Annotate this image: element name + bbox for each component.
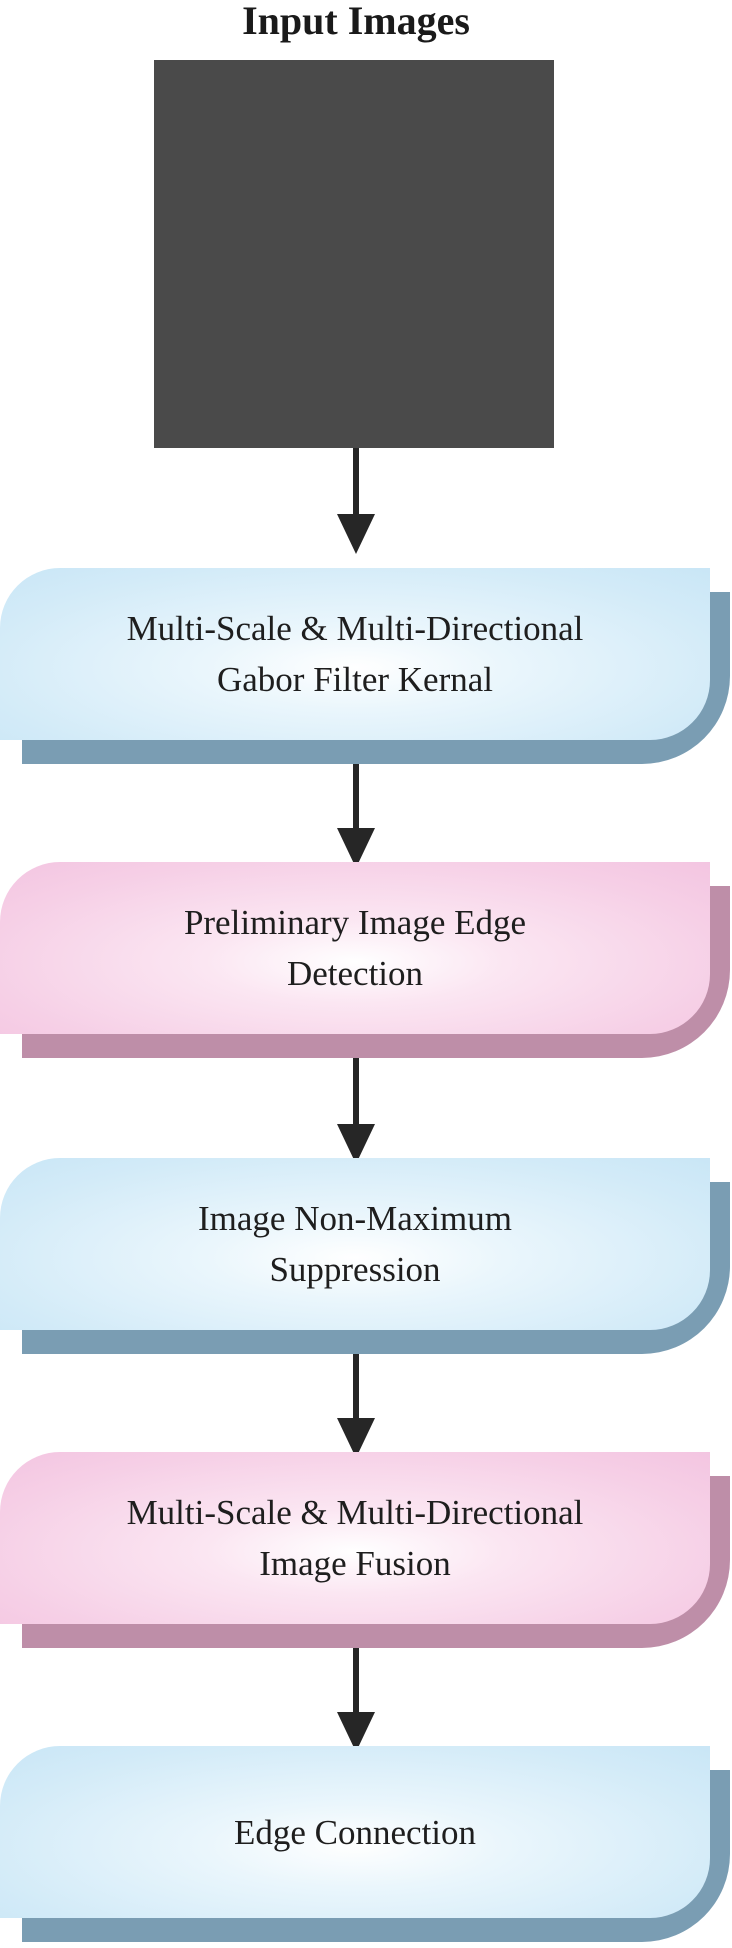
stage-label-line: Gabor Filter Kernal <box>216 660 494 699</box>
stage-label: Preliminary Image Edge Detection <box>35 897 675 999</box>
stage-label-line: Preliminary Image Edge <box>183 903 527 942</box>
stage-box: Edge Connection <box>0 1746 710 1918</box>
stage-box: Image Non-Maximum Suppression <box>0 1158 710 1330</box>
diagram-title: Input Images <box>242 0 470 43</box>
stage-image-fusion: Multi-Scale & Multi-Directional Image Fu… <box>0 1452 732 1652</box>
stage-label-line: Multi-Scale & Multi-Directional <box>126 609 584 648</box>
stage-label-line: Edge Connection <box>233 1812 477 1852</box>
stage-non-maximum-suppression: Image Non-Maximum Suppression <box>0 1158 732 1358</box>
stage-label-line: Multi-Scale & Multi-Directional <box>126 1493 584 1532</box>
input-image <box>154 60 554 448</box>
stage-label: Edge Connection <box>35 1807 675 1858</box>
stage-label-line: Detection <box>286 954 424 993</box>
stage-label: Multi-Scale & Multi-Directional Image Fu… <box>35 1487 675 1589</box>
stage-label-line: Image Non-Maximum <box>198 1199 512 1238</box>
stage-box: Multi-Scale & Multi-Directional Image Fu… <box>0 1452 710 1624</box>
stage-edge-connection: Edge Connection <box>0 1746 732 1946</box>
stage-gabor-filter: Multi-Scale & Multi-Directional Gabor Fi… <box>0 568 732 768</box>
stage-label-line: Image Fusion <box>259 1544 451 1583</box>
stage-label-line: Suppression <box>269 1250 441 1289</box>
stage-box: Preliminary Image Edge Detection <box>0 862 710 1034</box>
stage-label: Multi-Scale & Multi-Directional Gabor Fi… <box>35 603 675 705</box>
stage-box: Multi-Scale & Multi-Directional Gabor Fi… <box>0 568 710 740</box>
stage-label: Image Non-Maximum Suppression <box>35 1193 675 1295</box>
stage-edge-detection: Preliminary Image Edge Detection <box>0 862 732 1062</box>
